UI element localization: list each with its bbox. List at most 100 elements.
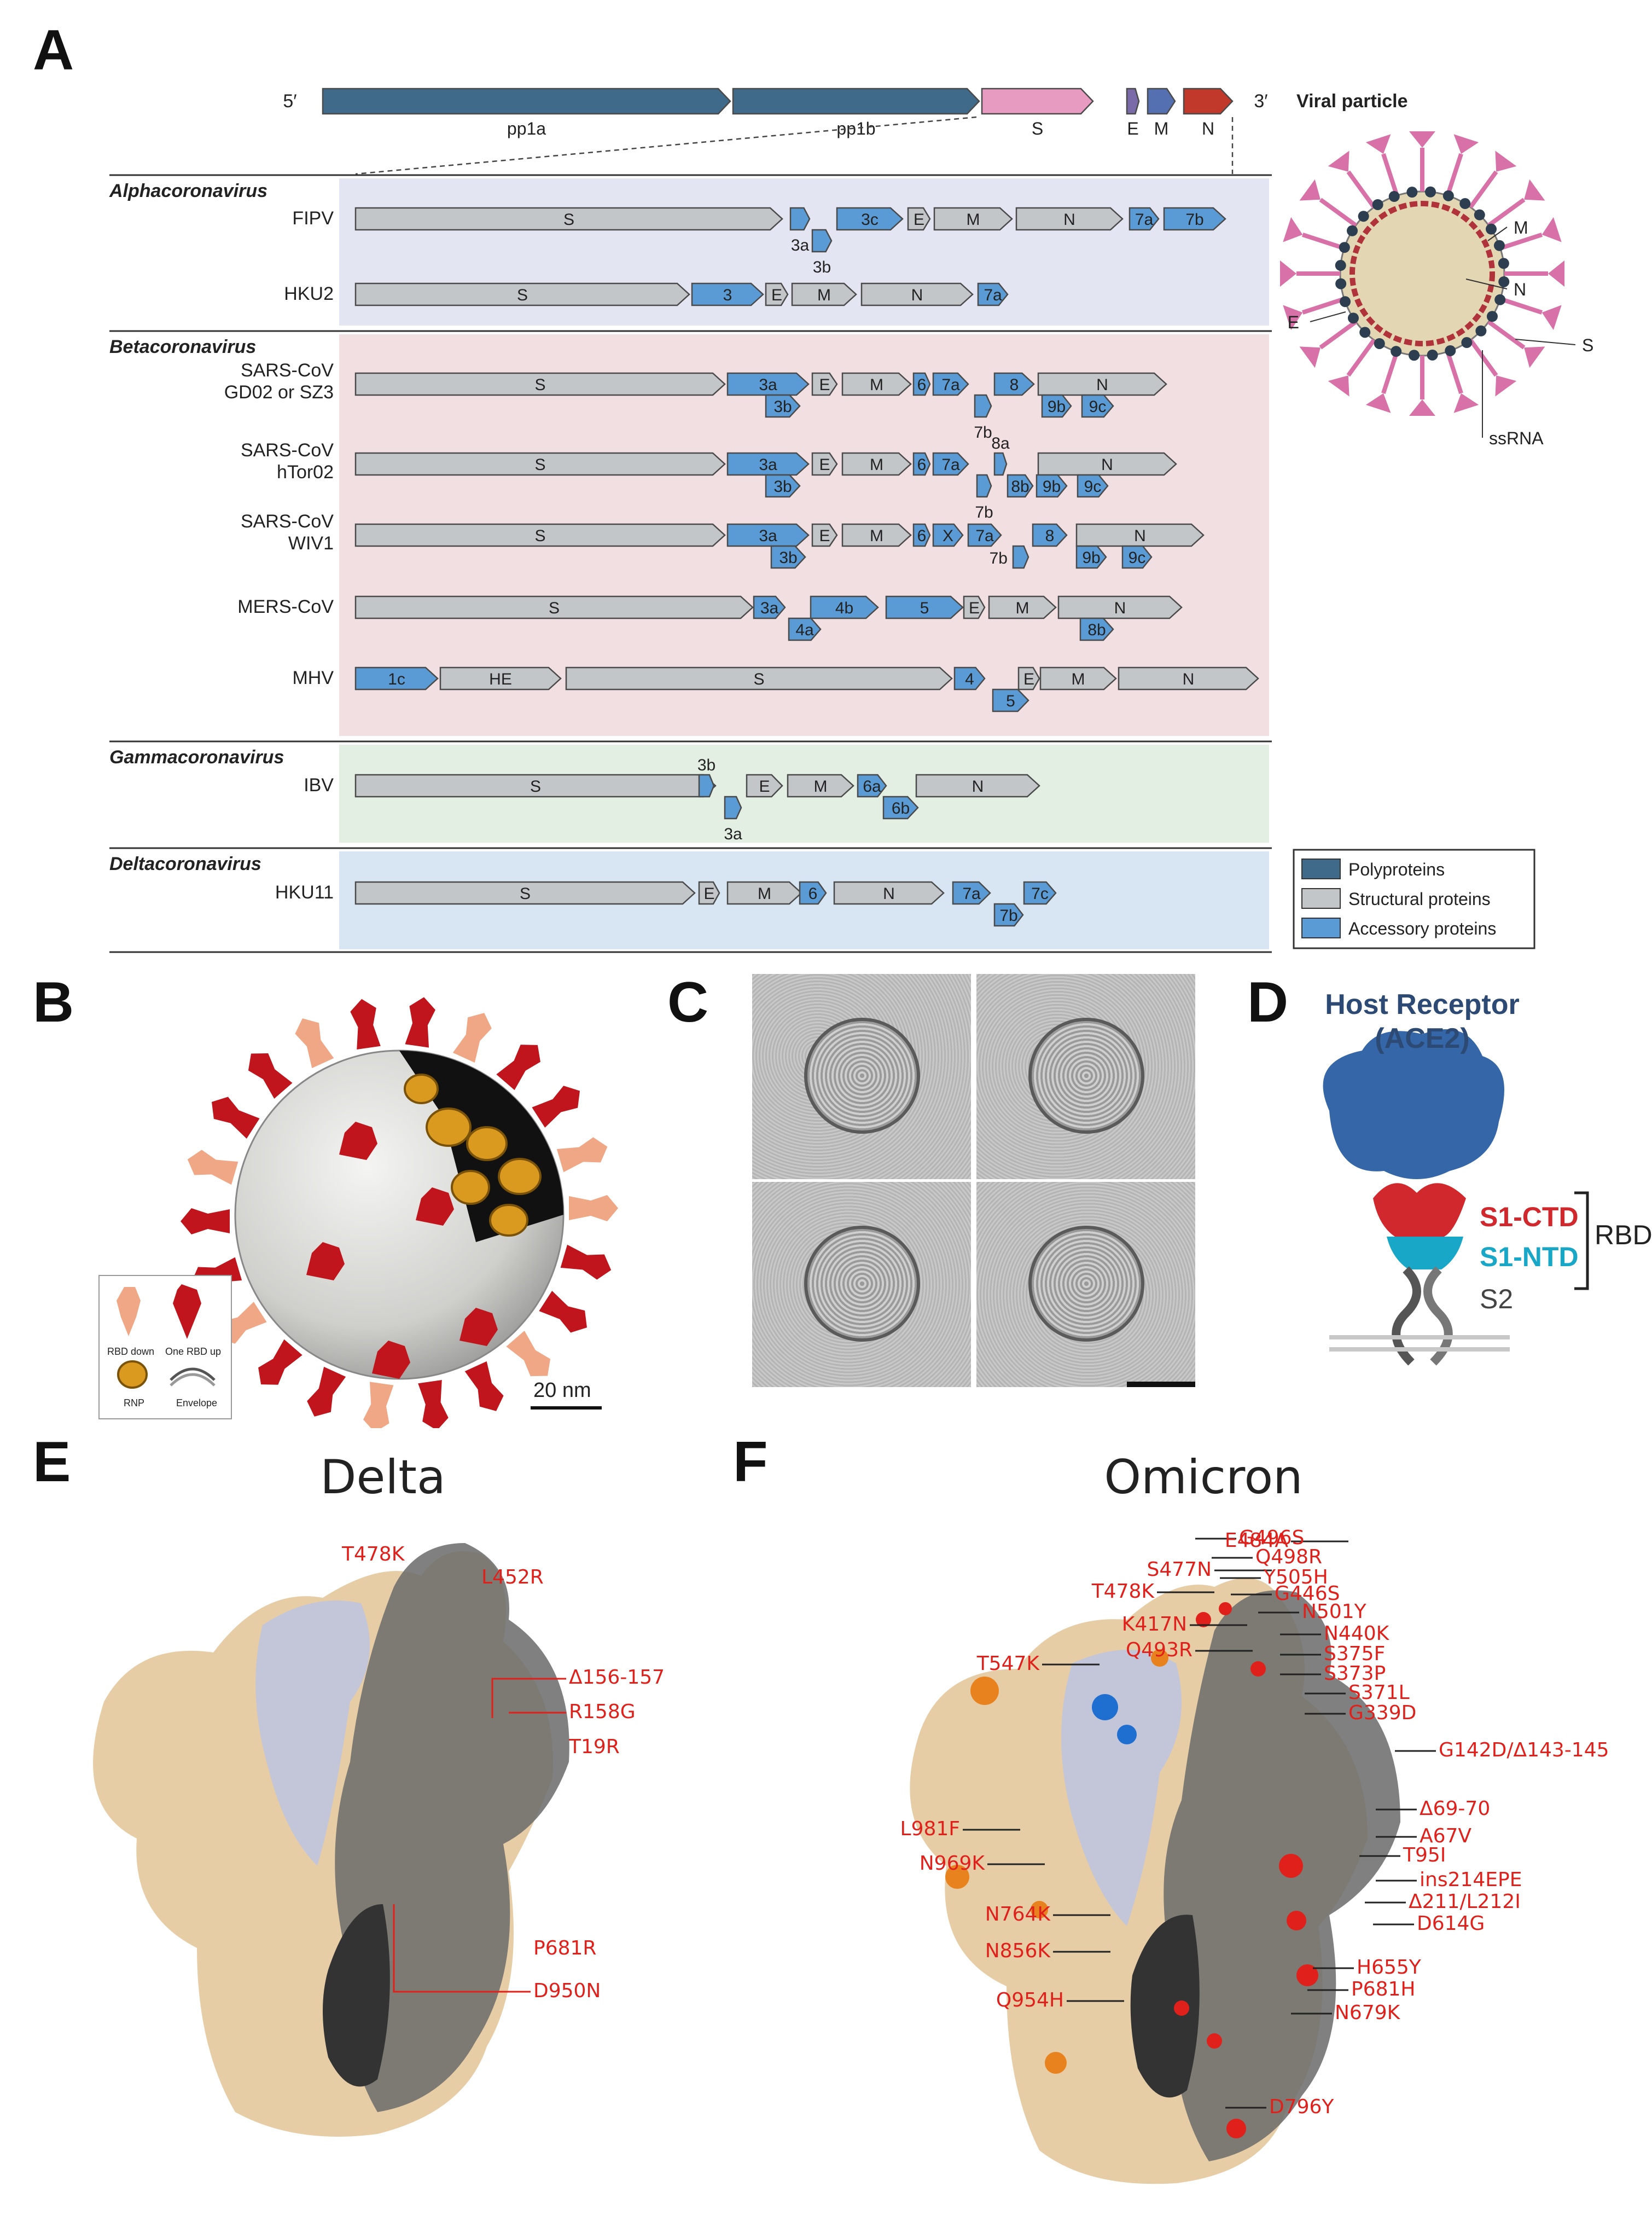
spike-head bbox=[1524, 179, 1545, 201]
host-receptor-line2: (ACE2) bbox=[1375, 1023, 1470, 1054]
spike-body bbox=[464, 1361, 504, 1411]
virion-cross-section bbox=[804, 1018, 920, 1134]
membrane-protein bbox=[1391, 346, 1402, 357]
membrane-protein bbox=[1498, 276, 1510, 287]
gene-1c bbox=[354, 666, 439, 691]
spike-head bbox=[1548, 260, 1564, 287]
receptor-illustration bbox=[1323, 1029, 1589, 1366]
viral-particle-title: Viral particle bbox=[1296, 91, 1408, 112]
spike-head bbox=[1283, 305, 1303, 330]
gene-label: 3b bbox=[697, 756, 716, 774]
spike-body bbox=[569, 1195, 618, 1221]
legend-glyphs bbox=[117, 1284, 216, 1389]
gene-label: 3c bbox=[861, 211, 879, 229]
spike-body bbox=[363, 1382, 394, 1433]
mutation-label: N856K bbox=[985, 1940, 1050, 1962]
rbd-label: RBD bbox=[1595, 1220, 1652, 1250]
mutation-label: S373P bbox=[1324, 1662, 1386, 1685]
spike-head bbox=[1409, 131, 1435, 148]
gene-label: E bbox=[969, 599, 980, 617]
membrane-protein bbox=[1347, 225, 1358, 236]
omicron-spike-surface bbox=[910, 1578, 1400, 2184]
spike-trimer bbox=[248, 1053, 293, 1099]
gene-E bbox=[907, 207, 931, 231]
gene-4b bbox=[810, 595, 879, 619]
gene-label: 7a bbox=[984, 286, 1002, 304]
gene-label: N bbox=[1096, 376, 1108, 394]
membrane-protein bbox=[1486, 223, 1497, 235]
gene-label: HE bbox=[489, 670, 512, 688]
mutation-label: D796Y bbox=[1269, 2096, 1334, 2118]
gene-label: M bbox=[1072, 670, 1085, 688]
mutation-label: T547K bbox=[976, 1652, 1039, 1675]
mutation-label: S477N bbox=[1147, 1558, 1212, 1581]
spike-body bbox=[212, 1097, 260, 1139]
gene-9c bbox=[1121, 545, 1153, 569]
gene-label: 9c bbox=[1084, 478, 1102, 496]
zoom-dashed-left bbox=[355, 116, 977, 175]
gene-7b bbox=[1163, 207, 1226, 231]
gene-S bbox=[354, 207, 783, 231]
spike-body bbox=[532, 1086, 580, 1128]
gene-label: S bbox=[530, 778, 541, 796]
spike-top bbox=[339, 1122, 377, 1160]
spike-stalk bbox=[1381, 153, 1399, 196]
spike-head bbox=[1365, 393, 1391, 413]
virus-name: SARS-CoV bbox=[241, 511, 334, 532]
mutation-label: N764K bbox=[985, 1903, 1050, 1926]
mutation-label: R158G bbox=[569, 1701, 636, 1723]
spike-trimer bbox=[506, 1331, 551, 1377]
virion-illustration bbox=[181, 997, 618, 1433]
gene-label: N bbox=[972, 778, 984, 796]
gene-S bbox=[354, 452, 726, 476]
gene-label: 9b bbox=[1082, 549, 1100, 567]
particle-label-E: E bbox=[1288, 312, 1299, 332]
gene-M bbox=[791, 282, 857, 306]
spike-stalk bbox=[1487, 198, 1526, 228]
spike-body bbox=[307, 1366, 346, 1417]
gene-M bbox=[841, 523, 912, 547]
gene-E bbox=[1017, 666, 1040, 691]
spike-top bbox=[372, 1341, 410, 1379]
spike-trimer bbox=[418, 1380, 449, 1431]
gene-6 bbox=[912, 452, 931, 476]
virion-cross-section bbox=[1028, 1226, 1144, 1342]
gene-7a bbox=[932, 452, 969, 476]
gene-label: 3 bbox=[723, 286, 732, 304]
gene-8b bbox=[1007, 474, 1034, 498]
gene-label: 7b bbox=[974, 424, 992, 442]
mutation-label: N679K bbox=[1335, 2002, 1400, 2024]
spike-trimer bbox=[556, 1137, 608, 1173]
gene-label: M bbox=[817, 286, 831, 304]
spike-trimer bbox=[496, 1045, 540, 1091]
membrane-protein bbox=[1347, 312, 1359, 324]
virus-name: MERS-CoV bbox=[237, 596, 334, 617]
mutation-label: L452R bbox=[481, 1566, 544, 1588]
genus-name: Alphacoronavirus bbox=[109, 181, 267, 201]
gene-label: 6b bbox=[892, 799, 910, 817]
membrane-protein bbox=[1474, 209, 1485, 221]
gene-label: 7b bbox=[975, 503, 993, 521]
mutation-label: G339D bbox=[1348, 1702, 1417, 1724]
gene-label: N bbox=[1134, 527, 1146, 545]
gene-7b bbox=[974, 394, 992, 418]
spike-body bbox=[187, 1150, 239, 1185]
virion-cross-section bbox=[804, 1226, 920, 1342]
spike-body bbox=[350, 999, 381, 1049]
membrane-protein bbox=[1339, 242, 1350, 253]
gene-3b bbox=[770, 545, 806, 569]
spike-body bbox=[295, 1018, 334, 1069]
gene-label: E bbox=[771, 286, 782, 304]
genome-gene-label: pp1a bbox=[507, 119, 546, 138]
gene-label: 7b bbox=[990, 549, 1008, 567]
membrane-protein bbox=[1358, 211, 1369, 222]
gene-4a bbox=[788, 617, 822, 641]
gene-N bbox=[1118, 666, 1259, 691]
gene-3a bbox=[789, 207, 811, 231]
genome-gene-label: M bbox=[1154, 119, 1169, 138]
panel-d-receptor-diagram bbox=[1296, 979, 1652, 1395]
gene-3b bbox=[698, 774, 715, 798]
legend-a-label: Structural proteins bbox=[1348, 889, 1491, 909]
mutation-label: D614G bbox=[1417, 1912, 1485, 1935]
